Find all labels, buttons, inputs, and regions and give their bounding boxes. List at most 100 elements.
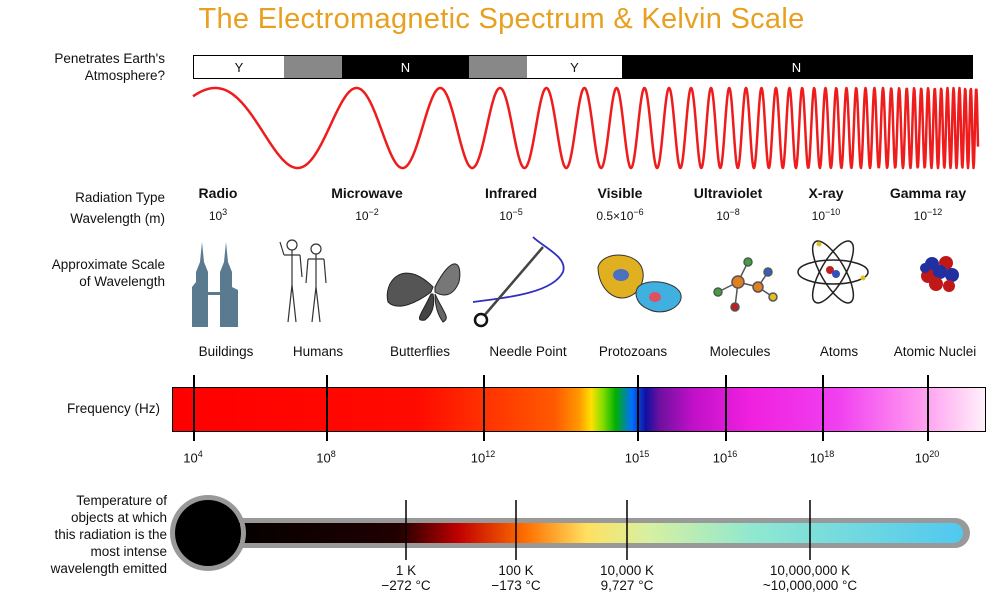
humans-icon: [279, 239, 327, 323]
temperature-label-line-1: Temperature of: [76, 493, 167, 508]
atmosphere-row-label: Penetrates Earth's Atmosphere?: [0, 50, 165, 84]
scale-label-3: Needle Point: [489, 344, 567, 359]
thermometer: [170, 495, 970, 571]
wavelength-value-0: 103: [158, 207, 278, 223]
frequency-tick-2: [483, 375, 485, 441]
wavelength-exponent-3: −6: [633, 207, 644, 217]
temperature-mark-0: 1 K−272 °C: [331, 563, 481, 593]
atmosphere-segment-partial-2: [469, 56, 527, 78]
frequency-bar: [172, 387, 986, 432]
radiation-type-6: Gamma ray: [889, 185, 967, 201]
frequency-base-5: 10: [809, 450, 825, 466]
frequency-tick-4: [725, 375, 727, 441]
page-title: The Electromagnetic Spectrum & Kelvin Sc…: [198, 3, 805, 35]
wavelength-base-1: 10: [355, 209, 369, 223]
radiation-type-4: Ultraviolet: [693, 185, 763, 201]
wavelength-value-1: 10−2: [307, 207, 427, 223]
frequency-exponent-6: 20: [929, 449, 940, 459]
frequency-tick-0: [193, 375, 195, 441]
scale-label-line-2: of Wavelength: [79, 274, 165, 289]
atmosphere-label-line-2: Atmosphere?: [84, 68, 165, 83]
scale-icons: [192, 236, 959, 328]
frequency-base-4: 10: [712, 450, 728, 466]
frequency-tick-label-2: 1012: [443, 449, 523, 465]
atmosphere-segment-partial-1: [284, 56, 342, 78]
temperature-row-label: Temperature of objects at which this rad…: [0, 492, 167, 577]
temperature-celsius-3: ~10,000,000 °C: [762, 578, 858, 593]
temperature-kelvin-1: 100 K: [498, 563, 534, 578]
temperature-label-line-3: this radiation is the: [54, 527, 167, 542]
scale-label-4: Protozoans: [598, 344, 668, 359]
thermometer-bulb: [175, 500, 241, 566]
scale-label-0: Buildings: [198, 344, 254, 359]
temperature-label-line-4: most intense: [90, 544, 167, 559]
frequency-tick-6: [927, 375, 929, 441]
scale-label-6: Atoms: [819, 344, 859, 359]
wavelength-exponent-1: −2: [368, 207, 379, 217]
radiation-type-0: Radio: [198, 185, 238, 201]
temperature-kelvin-3: 10,000,000 K: [769, 563, 851, 578]
frequency-exponent-0: 4: [197, 449, 203, 459]
radiation-type-2: Infrared: [484, 185, 538, 201]
wavelength-exponent-5: −10: [825, 207, 841, 217]
frequency-base-2: 10: [470, 450, 486, 466]
wavelength-base-3: 0.5×10: [596, 209, 634, 223]
wavelength-label: Wavelength (m): [70, 211, 165, 226]
temperature-celsius-2: 9,727 °C: [600, 578, 654, 593]
wavelength-base-5: 10: [811, 209, 826, 223]
protozoan-icon: [597, 254, 682, 313]
wavelength-base-6: 10: [913, 209, 928, 223]
atom-icon: [797, 240, 869, 304]
radiation-type-1: Microwave: [331, 185, 403, 201]
temperature-mark-3: 10,000,000 K~10,000,000 °C: [735, 563, 885, 593]
scale-row-label: Approximate Scale of Wavelength: [0, 256, 165, 290]
wavelength-base-2: 10: [499, 209, 513, 223]
scale-label-5: Molecules: [709, 344, 771, 359]
frequency-exponent-2: 12: [485, 449, 496, 459]
wavelength-exponent-0: 3: [222, 207, 228, 217]
wave-line: [192, 86, 980, 170]
wavelength-value-5: 10−10: [766, 207, 886, 223]
radiation-type-label: Radiation Type: [75, 190, 165, 205]
nucleus-icon: [920, 256, 959, 292]
frequency-exponent-5: 18: [824, 449, 835, 459]
scale-label-2: Butterflies: [389, 344, 451, 359]
temperature-label-line-2: objects at which: [70, 510, 167, 525]
radiation-type-5: X-ray: [808, 185, 844, 201]
wavelength-exponent-4: −8: [729, 207, 740, 217]
frequency-tick-label-6: 1020: [887, 449, 967, 465]
wave-graphic: [192, 86, 980, 170]
butterfly-icon: [386, 263, 461, 323]
frequency-exponent-1: 8: [330, 449, 336, 459]
temperature-label-line-5: wavelength emitted: [50, 561, 167, 576]
frequency-base-6: 10: [914, 450, 930, 466]
temperature-kelvin-2: 10,000 K: [599, 563, 655, 578]
frequency-base-0: 10: [183, 450, 198, 466]
temperature-mark-1: 100 K−173 °C: [441, 563, 591, 593]
frequency-tick-5: [822, 375, 824, 441]
wavelength-value-6: 10−12: [868, 207, 988, 223]
frequency-tick-label-4: 1016: [685, 449, 765, 465]
wavelength-value-3: 0.5×10−6: [560, 207, 680, 223]
frequency-exponent-3: 15: [639, 449, 650, 459]
frequency-tick-label-3: 1015: [597, 449, 677, 465]
frequency-label: Frequency (Hz): [66, 401, 160, 416]
wavelength-exponent-2: −5: [512, 207, 523, 217]
atmosphere-segment-no-1: N: [342, 56, 469, 78]
wavelength-base-0: 10: [208, 209, 223, 223]
frequency-exponent-4: 16: [727, 449, 738, 459]
buildings-icon: [192, 242, 238, 327]
atmosphere-segment-yes-2: Y: [527, 56, 622, 78]
frequency-base-3: 10: [624, 450, 640, 466]
temperature-celsius-0: −272 °C: [381, 578, 431, 593]
molecule-icon: [713, 257, 778, 312]
frequency-tick-1: [326, 375, 328, 441]
atmosphere-segment-yes-1: Y: [194, 56, 284, 78]
atmosphere-label-line-1: Penetrates Earth's: [54, 51, 165, 66]
frequency-tick-label-1: 108: [286, 449, 366, 465]
needle-icon: [472, 236, 565, 328]
scale-label-1: Humans: [292, 344, 344, 359]
radiation-type-3: Visible: [597, 185, 643, 201]
frequency-base-1: 10: [316, 450, 331, 466]
